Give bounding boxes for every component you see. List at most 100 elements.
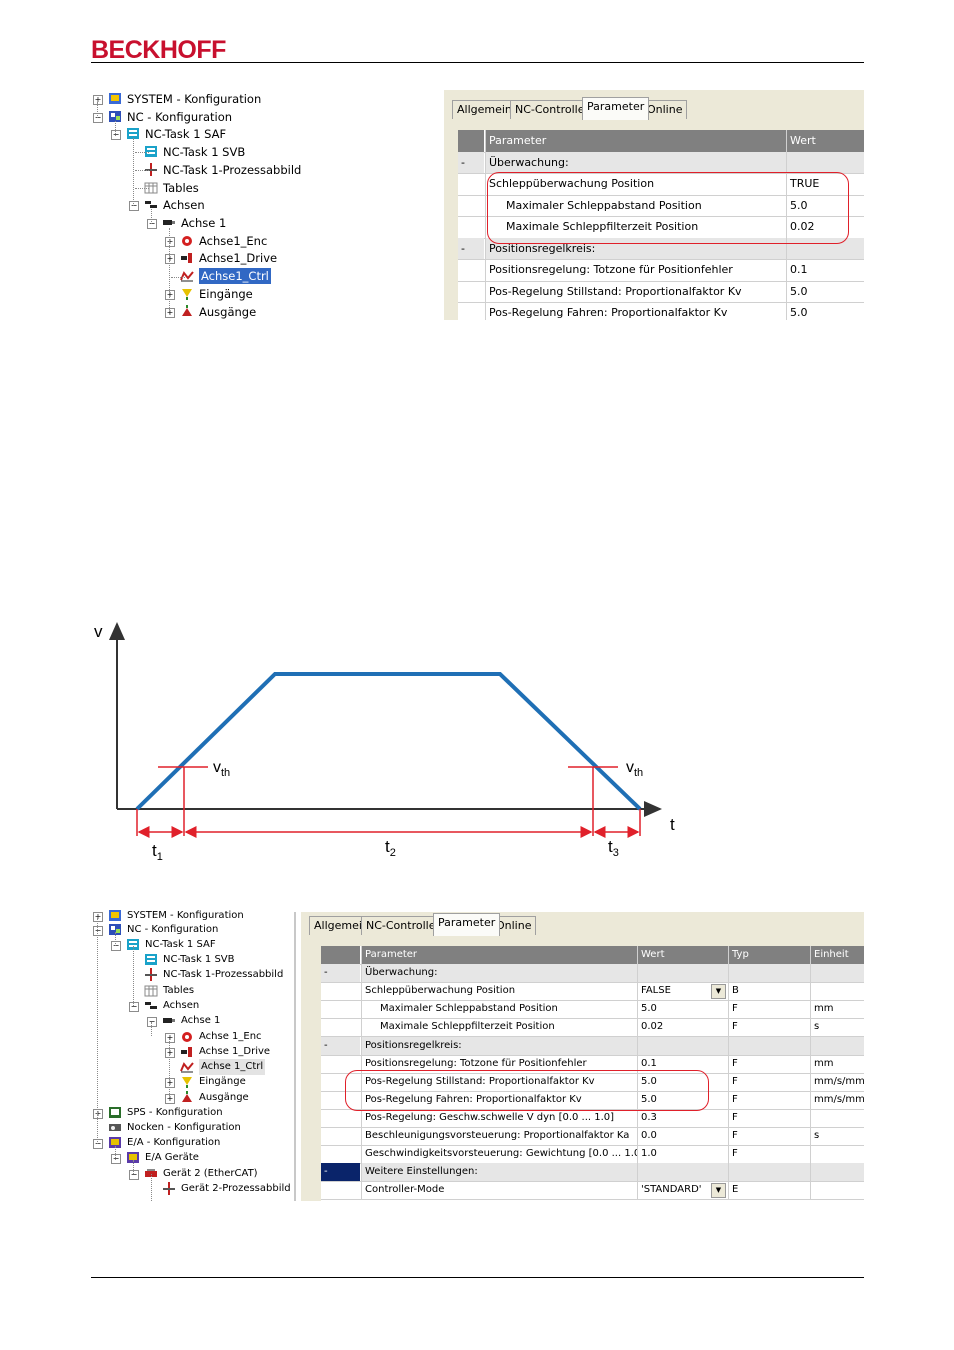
- tree-node[interactable]: +Achse 1_Enc: [91, 1029, 291, 1045]
- tree-node[interactable]: −NC-Task 1 SAF: [91, 126, 441, 142]
- dropdown-button[interactable]: ▼: [711, 1183, 726, 1199]
- group-row[interactable]: -Positionsregelkreis:: [321, 1036, 864, 1056]
- tab-allgemein[interactable]: Allgemein: [309, 916, 374, 935]
- row-marker[interactable]: [458, 195, 484, 217]
- row-marker[interactable]: [458, 216, 484, 238]
- tree-node[interactable]: +Eingänge: [91, 286, 441, 302]
- collapse-icon[interactable]: −: [147, 1017, 157, 1027]
- group-row[interactable]: -Weitere Einstellungen:: [321, 1163, 864, 1183]
- row-marker[interactable]: [458, 302, 484, 320]
- tab-online[interactable]: Online: [642, 100, 688, 119]
- table-row[interactable]: Pos-Regelung: Geschw.schwelle V dyn [0.0…: [321, 1108, 864, 1128]
- value-cell[interactable]: [637, 964, 728, 983]
- expand-icon[interactable]: +: [165, 237, 175, 247]
- value-cell[interactable]: 0.02: [786, 216, 864, 238]
- tree-node[interactable]: +Eingänge: [91, 1074, 291, 1090]
- expand-icon[interactable]: +: [93, 1109, 103, 1119]
- value-cell[interactable]: 0.1: [786, 259, 864, 281]
- table-row[interactable]: Geschwindigkeitsvorsteuerung: Gewichtung…: [321, 1145, 864, 1165]
- value-cell[interactable]: 1.0: [637, 1145, 728, 1164]
- table-row[interactable]: Beschleunigungsvorsteuerung: Proportiona…: [321, 1127, 864, 1147]
- row-marker[interactable]: -: [458, 151, 484, 173]
- row-marker[interactable]: -: [321, 1163, 360, 1182]
- table-row[interactable]: Positionsregelung: Totzone für Positionf…: [458, 259, 864, 282]
- collapse-icon[interactable]: −: [93, 1139, 103, 1149]
- value-cell[interactable]: 5.0: [786, 302, 864, 320]
- tree-node[interactable]: −NC - Konfiguration: [91, 109, 441, 125]
- tree-node[interactable]: Nocken - Konfiguration: [91, 1120, 291, 1136]
- value-cell[interactable]: [637, 1163, 728, 1182]
- row-marker[interactable]: [321, 1145, 360, 1163]
- collapse-icon[interactable]: −: [93, 113, 103, 123]
- tree-node[interactable]: +Ausgänge: [91, 1090, 291, 1106]
- tree-node[interactable]: Achse1_Ctrl: [91, 268, 441, 284]
- column-header-wert[interactable]: Wert: [637, 946, 728, 965]
- tree-node[interactable]: +SPS - Konfiguration: [91, 1105, 291, 1121]
- tree-node[interactable]: +SYSTEM - Konfiguration: [91, 91, 441, 107]
- tree-node[interactable]: −Achsen: [91, 197, 441, 213]
- value-cell[interactable]: 5.0: [637, 1090, 728, 1109]
- tab-parameter[interactable]: Parameter: [433, 913, 501, 936]
- row-marker[interactable]: -: [458, 237, 484, 259]
- expand-icon[interactable]: +: [165, 290, 175, 300]
- tree-node[interactable]: NC-Task 1-Prozessabbild: [91, 967, 291, 983]
- tab-allgemein[interactable]: Allgemein: [452, 100, 517, 119]
- value-cell[interactable]: 5.0: [637, 1072, 728, 1091]
- collapse-icon[interactable]: −: [129, 201, 139, 211]
- tab-parameter[interactable]: Parameter: [582, 97, 650, 120]
- table-row[interactable]: Positionsregelung: Totzone für Positionf…: [321, 1054, 864, 1074]
- expand-icon[interactable]: +: [93, 912, 103, 922]
- tree-node[interactable]: −E/A Geräte: [91, 1150, 291, 1166]
- value-cell[interactable]: 5.0: [637, 1000, 728, 1019]
- tree-node[interactable]: +Achse1_Enc: [91, 233, 441, 249]
- tree-node[interactable]: −NC-Task 1 SAF: [91, 937, 291, 953]
- tree-node[interactable]: +Achse1_Drive: [91, 250, 441, 266]
- value-cell[interactable]: [637, 1036, 728, 1055]
- column-header-einheit[interactable]: Einheit: [810, 946, 864, 965]
- group-row[interactable]: -Überwachung:: [458, 151, 864, 174]
- row-marker[interactable]: [321, 1181, 360, 1199]
- row-marker[interactable]: [458, 281, 484, 303]
- tab-online[interactable]: Online: [491, 916, 537, 935]
- expand-icon[interactable]: +: [93, 95, 103, 105]
- row-marker[interactable]: -: [321, 1036, 360, 1055]
- tree-node[interactable]: +SYSTEM - Konfiguration: [91, 908, 291, 924]
- table-row[interactable]: Pos-Regelung Stillstand: Proportionalfak…: [458, 280, 864, 303]
- tree-node[interactable]: Gerät 2-Prozessabbild: [91, 1181, 291, 1197]
- value-cell[interactable]: 0.02: [637, 1018, 728, 1037]
- value-cell[interactable]: [786, 237, 864, 259]
- collapse-icon[interactable]: −: [147, 219, 157, 229]
- collapse-icon[interactable]: −: [129, 1002, 139, 1012]
- value-cell[interactable]: 0.0: [637, 1127, 728, 1146]
- tab-nc-controller[interactable]: NC-Controller: [361, 916, 445, 935]
- table-row[interactable]: Pos-Regelung Stillstand: Proportionalfak…: [321, 1072, 864, 1092]
- column-header-wert[interactable]: Wert: [786, 130, 864, 152]
- group-row[interactable]: -Überwachung:: [321, 964, 864, 984]
- expand-icon[interactable]: +: [165, 308, 175, 318]
- row-marker[interactable]: [321, 1127, 360, 1145]
- table-row[interactable]: Pos-Regelung Fahren: Proportionalfaktor …: [321, 1090, 864, 1110]
- tree-node[interactable]: +Ausgänge: [91, 304, 441, 320]
- dropdown-button[interactable]: ▼: [711, 984, 726, 1000]
- collapse-icon[interactable]: −: [111, 1154, 121, 1164]
- expand-icon[interactable]: +: [165, 1033, 175, 1043]
- value-cell[interactable]: 'STANDARD': [637, 1181, 728, 1200]
- row-marker[interactable]: [458, 173, 484, 195]
- value-cell[interactable]: 0.1: [637, 1054, 728, 1073]
- value-cell[interactable]: 5.0: [786, 194, 864, 216]
- tree-node[interactable]: +Achse 1_Drive: [91, 1044, 291, 1060]
- tree-node[interactable]: −NC - Konfiguration: [91, 922, 291, 938]
- row-marker[interactable]: [321, 982, 360, 1000]
- splitter[interactable]: [294, 912, 296, 1201]
- value-cell[interactable]: 5.0: [786, 280, 864, 302]
- column-header-param[interactable]: Parameter: [361, 946, 637, 965]
- value-cell[interactable]: 0.3: [637, 1108, 728, 1127]
- tree-node[interactable]: Achse 1_Ctrl: [91, 1059, 291, 1075]
- row-marker[interactable]: [321, 1000, 360, 1018]
- expand-icon[interactable]: +: [165, 254, 175, 264]
- column-header-param[interactable]: Parameter: [485, 130, 786, 152]
